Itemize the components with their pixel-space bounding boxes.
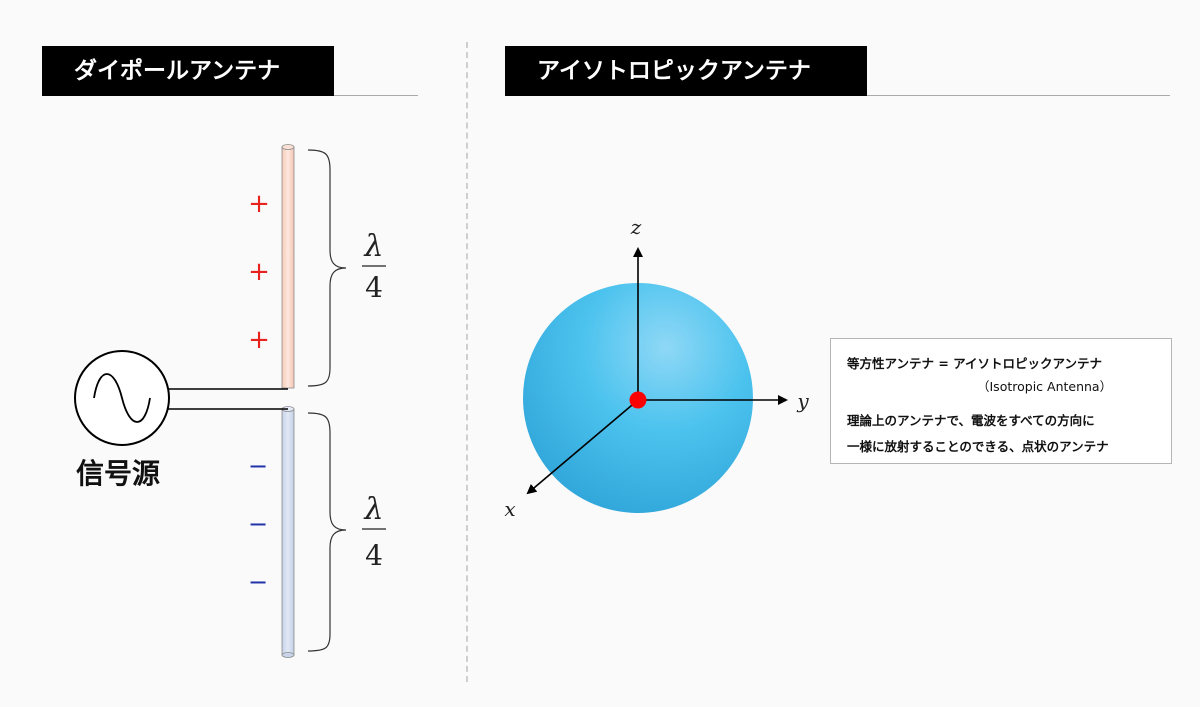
lambda-numerator: λ <box>363 229 383 264</box>
upper-rod <box>281 144 295 389</box>
minus-sign: − <box>248 452 268 480</box>
plus-sign: + <box>248 325 270 355</box>
z-axis-label: z <box>630 215 642 239</box>
dipole-title-rule <box>334 95 418 96</box>
plus-sign: + <box>248 189 270 219</box>
panel-divider <box>466 42 468 682</box>
upper-brace <box>307 149 347 387</box>
y-axis-label: y <box>796 389 809 413</box>
dipole-title: ダイポールアンテナ <box>42 46 334 96</box>
x-axis <box>526 399 639 495</box>
lower-rod <box>281 406 295 658</box>
signal-source-label: 信号源 <box>76 457 161 490</box>
plus-sign: + <box>248 257 270 287</box>
isotropic-title: アイソトロピックアンテナ <box>505 46 867 96</box>
fraction-denominator: 4 <box>365 271 383 304</box>
info-box: 等方性アンテナ = アイソトロピックアンテナ （Isotropic Antenn… <box>830 338 1172 464</box>
info-line-4: 一様に放射することのできる、点状のアンテナ <box>847 439 1109 454</box>
x-axis-label: x <box>504 497 515 521</box>
info-line-3: 理論上のアンテナで、電波をすべての方向に <box>847 413 1095 428</box>
fraction-denominator: 4 <box>365 539 383 572</box>
info-line-1: 等方性アンテナ = アイソトロピックアンテナ <box>847 356 1103 371</box>
lower-brace <box>307 412 347 652</box>
info-line-2: （Isotropic Antenna） <box>977 379 1113 394</box>
lambda-numerator: λ <box>363 492 383 527</box>
sine-wave-icon <box>93 373 151 423</box>
isotropic-title-rule <box>867 95 1170 96</box>
minus-sign: − <box>248 510 268 538</box>
origin-point <box>629 391 647 409</box>
minus-sign: − <box>248 568 268 596</box>
